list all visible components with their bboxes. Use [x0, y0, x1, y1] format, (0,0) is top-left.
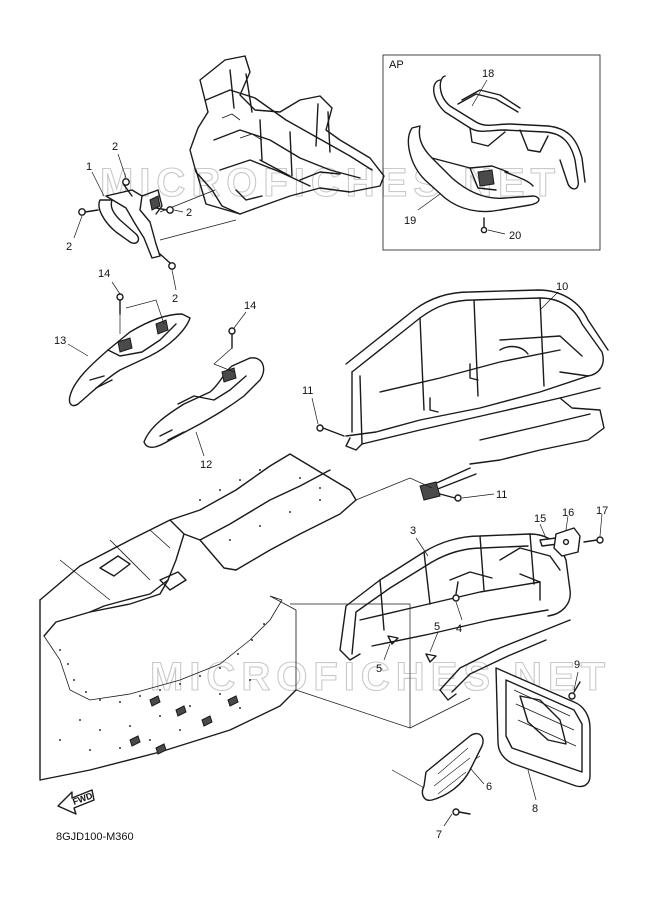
callout-20: 20	[509, 230, 521, 242]
callout-11-a: 11	[302, 385, 313, 397]
part-14-bolt-a	[116, 293, 124, 315]
callout-17: 17	[596, 505, 608, 517]
part-3-carrier	[339, 533, 571, 701]
part-8-panel	[495, 667, 591, 788]
part-13-side-cover	[68, 313, 191, 407]
callout-2-d: 2	[172, 293, 178, 305]
callout-4: 4	[456, 623, 462, 635]
part-19-skid	[407, 125, 540, 213]
part-20-bolt	[480, 217, 488, 234]
callout-5-a: 5	[376, 663, 382, 675]
inset-label: AP	[389, 59, 404, 71]
chassis-rivets	[59, 469, 321, 751]
part-16-bracket	[553, 527, 581, 557]
callout-9: 9	[574, 659, 580, 671]
callout-5-b: 5	[434, 621, 440, 633]
chassis-slots	[129, 695, 239, 755]
inset-ap: AP 18 19 20	[382, 54, 601, 251]
part-5-clips	[387, 635, 437, 663]
callout-6: 6	[486, 781, 492, 793]
front-frame	[159, 55, 385, 241]
callout-19: 19	[404, 215, 416, 227]
callout-2-b: 2	[66, 241, 72, 253]
part-18-bumper	[433, 75, 586, 190]
callout-7: 7	[436, 829, 442, 841]
part-6-flap	[421, 732, 484, 801]
callout-10: 10	[556, 281, 568, 293]
part-4-bolt	[452, 581, 460, 602]
part-12-side-cover	[143, 357, 265, 449]
callout-2-a: 2	[112, 141, 118, 153]
callout-14-b: 14	[244, 300, 256, 312]
bolts-2	[78, 178, 176, 270]
callout-1: 1	[86, 161, 92, 173]
part-9-bolt	[568, 681, 581, 700]
part-10-rack-frame	[345, 289, 609, 501]
callout-3: 3	[410, 525, 416, 537]
callout-14-a: 14	[98, 268, 110, 280]
callout-13: 13	[54, 335, 66, 347]
chassis-body	[39, 453, 357, 781]
part-14-bolt-b	[228, 327, 236, 349]
callout-11-b: 11	[496, 489, 507, 501]
callout-8: 8	[532, 803, 538, 815]
callout-18: 18	[482, 68, 494, 80]
fwd-arrow-icon: FWD	[57, 789, 95, 815]
callout-2-c: 2	[186, 207, 192, 219]
diagram-code: 8GJD100-M360	[56, 831, 134, 843]
part-17-bolt	[583, 536, 604, 544]
callout-16: 16	[562, 507, 574, 519]
bolts-11	[316, 424, 462, 502]
part-1-bracket	[98, 189, 163, 259]
callout-12: 12	[200, 459, 212, 471]
part-7-bolt	[452, 808, 471, 816]
callout-15: 15	[534, 513, 546, 525]
